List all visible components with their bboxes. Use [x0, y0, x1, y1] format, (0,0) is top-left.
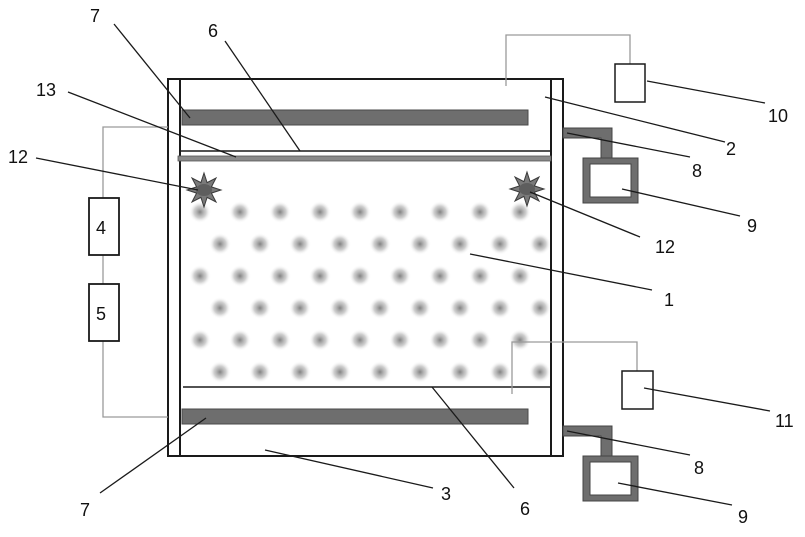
texture-dot: [449, 297, 471, 319]
label-9-bottom: 9: [738, 507, 748, 527]
texture-dot: [369, 233, 391, 255]
texture-dot: [349, 201, 371, 223]
leader-8-top: [567, 133, 690, 157]
texture-dot: [289, 361, 311, 383]
texture-dot: [249, 297, 271, 319]
texture-dot: [329, 233, 351, 255]
texture-dot: [529, 233, 551, 255]
texture-dot: [409, 233, 431, 255]
texture-dot: [469, 201, 491, 223]
texture-dot: [209, 233, 231, 255]
texture-dot: [469, 329, 491, 351]
leader-11: [644, 388, 770, 411]
texture-dot: [529, 361, 551, 383]
label-7-bottom: 7: [80, 500, 90, 520]
leader-7-top: [114, 24, 190, 118]
circuit-wire-bottom: [103, 341, 168, 417]
texture-dot: [309, 329, 331, 351]
texture-dot: [449, 233, 471, 255]
texture-dot: [329, 297, 351, 319]
texture-dot: [349, 265, 371, 287]
texture-dot: [349, 329, 371, 351]
label-12-left: 12: [8, 147, 28, 167]
texture-dot: [209, 297, 231, 319]
texture-dot: [489, 361, 511, 383]
texture-dot: [429, 329, 451, 351]
label-7-top: 7: [90, 6, 100, 26]
texture-dot: [389, 201, 411, 223]
label-6-bottom: 6: [520, 499, 530, 519]
texture-dot: [509, 265, 531, 287]
star-core: [196, 184, 212, 196]
leader-10: [647, 81, 765, 103]
texture-dot: [369, 297, 391, 319]
texture-dot: [409, 297, 431, 319]
texture-dot: [189, 265, 211, 287]
texture-dot: [449, 361, 471, 383]
texture-dot: [429, 201, 451, 223]
label-11: 11: [775, 411, 794, 431]
label-1: 1: [664, 290, 674, 310]
label-4: 4: [96, 218, 106, 238]
leader-lines: [36, 24, 770, 505]
leader-6-top: [225, 41, 300, 151]
label-10: 10: [768, 106, 788, 126]
top-pump-inner: [590, 164, 631, 197]
texture-dot: [269, 329, 291, 351]
texture-dot: [369, 361, 391, 383]
texture-dot: [529, 297, 551, 319]
texture-dot: [189, 201, 211, 223]
texture-dot: [409, 361, 431, 383]
eight-point-star-icon: [187, 173, 221, 207]
label-9-top: 9: [747, 216, 757, 236]
texture-dot: [429, 265, 451, 287]
leader-1: [470, 254, 652, 290]
texture-dot: [389, 329, 411, 351]
label-5: 5: [96, 304, 106, 324]
circuit-wire-top: [103, 127, 168, 198]
texture-dot: [329, 361, 351, 383]
texture-dot: [189, 329, 211, 351]
texture-dot: [269, 201, 291, 223]
top-pipe: [563, 128, 612, 160]
texture-dot: [289, 297, 311, 319]
texture-dot: [269, 265, 291, 287]
box-icon: [622, 371, 653, 409]
eight-point-star-icon: [510, 172, 544, 206]
leader-9-top: [622, 189, 740, 216]
texture-dot: [309, 265, 331, 287]
texture-dot: [249, 233, 271, 255]
top-electrode-plate: [182, 110, 528, 125]
label-2: 2: [726, 139, 736, 159]
label-6-top: 6: [208, 21, 218, 41]
porous-medium-region: [189, 201, 551, 383]
bottom-electrode-plate: [182, 409, 528, 424]
leader-12-left: [36, 158, 198, 190]
box-icon: [615, 64, 645, 102]
texture-dot: [229, 329, 251, 351]
label-8-top: 8: [692, 161, 702, 181]
label-8-bottom: 8: [694, 458, 704, 478]
leader-6-bottom: [432, 387, 514, 488]
texture-dot: [309, 201, 331, 223]
texture-dot: [469, 265, 491, 287]
bottom-pipe: [563, 426, 612, 458]
texture-dot: [229, 265, 251, 287]
label-13: 13: [36, 80, 56, 100]
texture-dot: [209, 361, 231, 383]
label-3: 3: [441, 484, 451, 504]
texture-dot: [249, 361, 271, 383]
label-12-right: 12: [655, 237, 675, 257]
texture-dot: [389, 265, 411, 287]
texture-dot: [489, 233, 511, 255]
texture-dot: [289, 233, 311, 255]
texture-dot: [489, 297, 511, 319]
bottom-pump-inner: [590, 462, 631, 495]
texture-dot: [229, 201, 251, 223]
leader-8-bottom: [567, 431, 690, 455]
